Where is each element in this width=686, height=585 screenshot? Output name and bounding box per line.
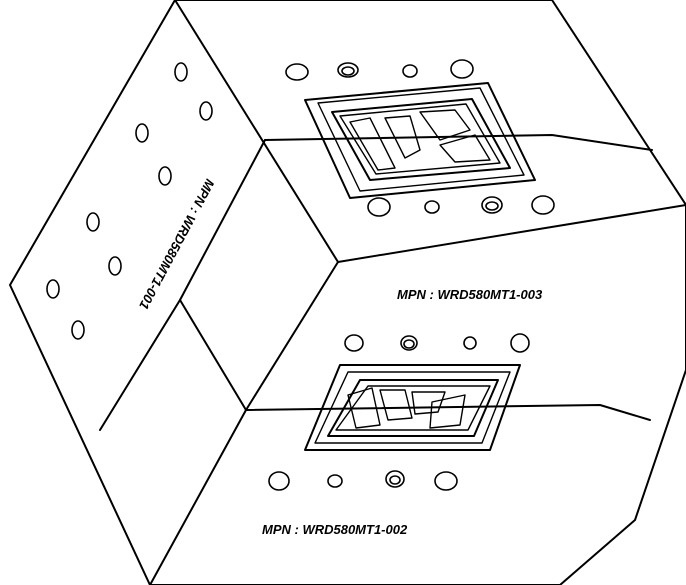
upper-face-holes (285, 59, 555, 217)
top-face-mpn-label: MPN : WRD580MT1-003 (397, 287, 543, 302)
bottom-face-mpn-label: MPN : WRD580MT1-002 (262, 522, 408, 537)
top-face-seam (264, 134, 653, 151)
upper-waveguide-port (304, 82, 536, 199)
top-face-bottom-edge (337, 204, 686, 263)
block-outline (9, 0, 686, 585)
left-face-edge (149, 0, 339, 585)
lower-face-seam (245, 404, 651, 421)
lower-waveguide-port (304, 364, 521, 451)
left-face-seam-lower (99, 299, 181, 431)
lower-face-holes (268, 333, 530, 491)
left-face-holes (46, 62, 213, 340)
